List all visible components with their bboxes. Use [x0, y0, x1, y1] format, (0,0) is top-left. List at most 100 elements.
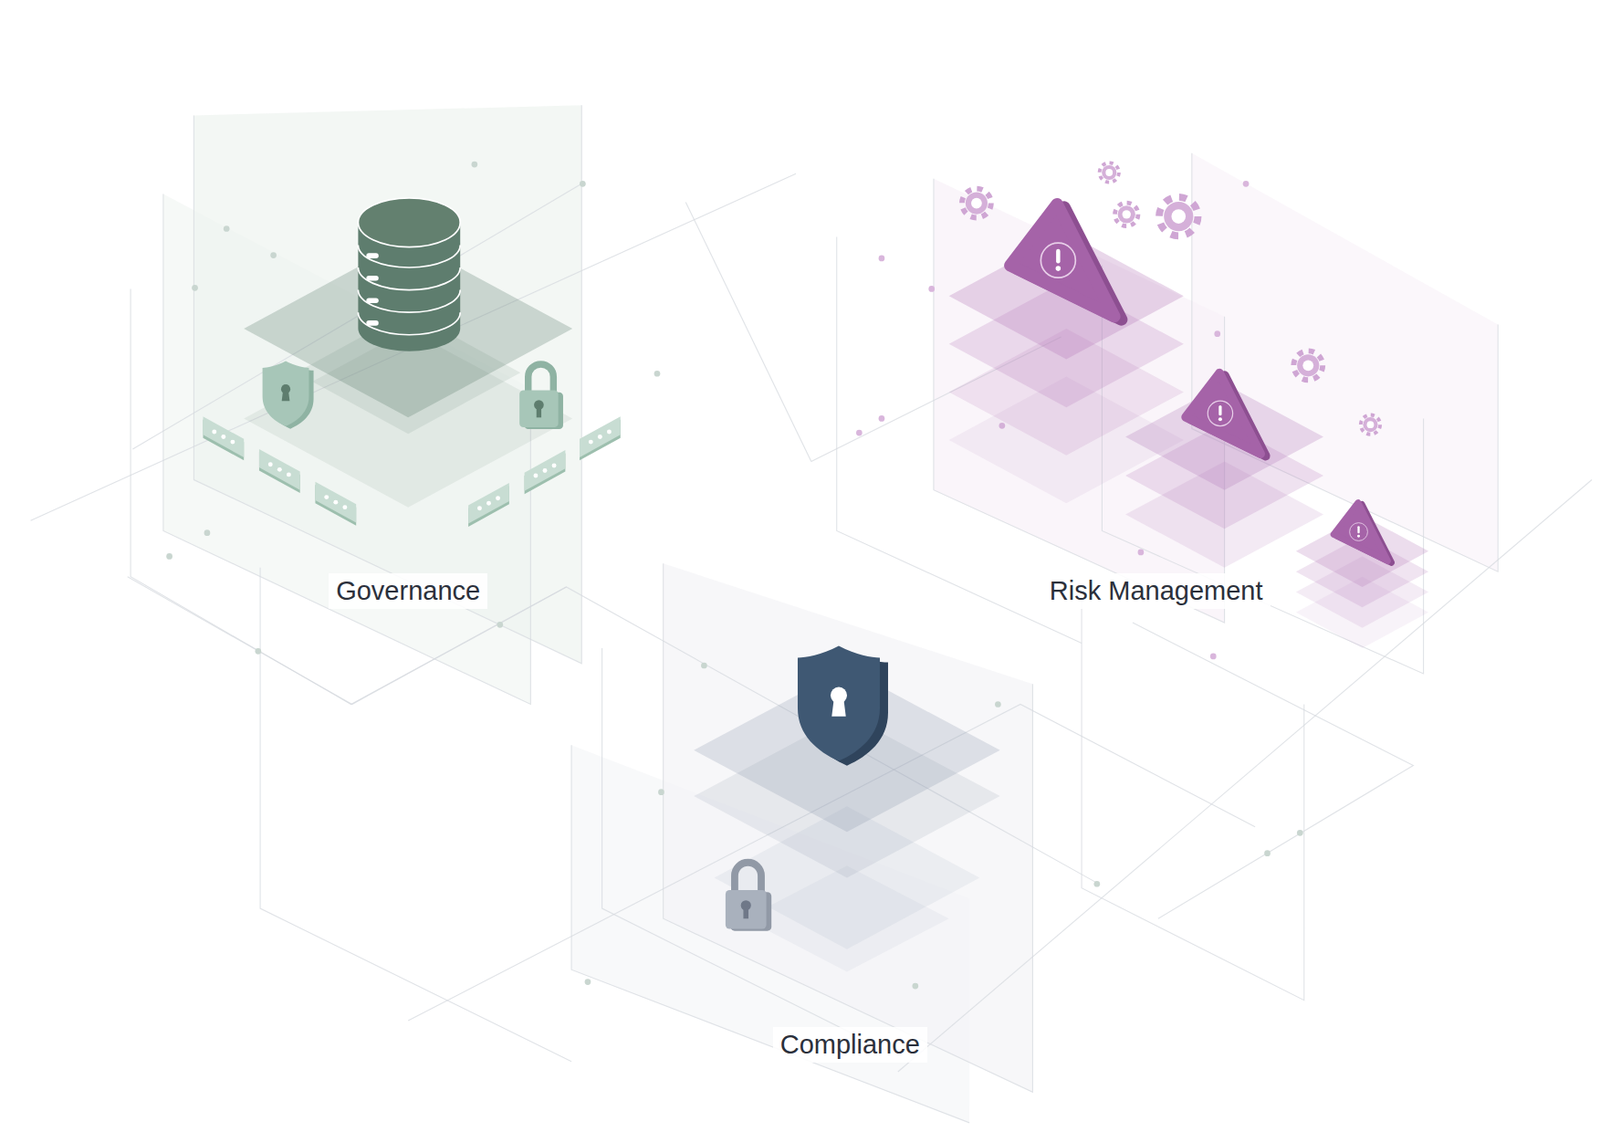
grid-line — [685, 201, 812, 461]
icon-part — [1105, 168, 1113, 177]
icon-part — [468, 482, 510, 524]
shield-icon — [797, 646, 889, 766]
warning-icon — [1333, 502, 1391, 564]
icon-part — [1207, 400, 1233, 426]
icon-part — [357, 290, 461, 314]
icon-part — [1367, 420, 1375, 429]
icon-part — [1357, 525, 1360, 534]
panel — [663, 563, 1034, 1092]
grid-dot — [928, 285, 935, 293]
icon-part — [357, 198, 461, 248]
icon-part — [357, 244, 461, 268]
warning-icon — [1185, 373, 1266, 457]
icon-part — [797, 646, 880, 762]
icon-part — [528, 364, 555, 395]
icon-part — [597, 434, 603, 440]
grid-line — [1132, 622, 1413, 919]
gear-icon — [1115, 202, 1139, 226]
icon-part — [1163, 201, 1193, 231]
grid-dot — [700, 662, 708, 670]
database-icon — [357, 198, 461, 352]
icon-part — [734, 862, 762, 895]
icon-part — [1296, 354, 1319, 377]
icon-part — [314, 481, 356, 523]
icon-part — [1010, 204, 1115, 317]
grid-line — [31, 173, 796, 521]
icon-part — [579, 416, 621, 458]
icon-part — [357, 267, 461, 291]
icon-part — [533, 473, 538, 479]
grid-dot — [1138, 549, 1145, 556]
icon-part — [366, 320, 378, 326]
governance-illustration — [202, 198, 620, 527]
section-label: Governance — [328, 573, 488, 609]
icon-part — [965, 191, 988, 214]
icon-part — [519, 390, 558, 428]
grid-dot — [994, 700, 1002, 708]
icon-part — [742, 906, 749, 919]
icon-part — [588, 439, 594, 445]
icon-part — [1218, 417, 1223, 421]
gear-icon — [1159, 197, 1198, 236]
icon-part — [357, 312, 461, 335]
lock-icon — [519, 364, 564, 429]
icon-part — [831, 697, 846, 717]
icon-part — [477, 505, 482, 511]
gear-icon — [962, 188, 992, 219]
icon-part — [286, 471, 292, 477]
compliance-illustration — [693, 646, 1000, 973]
icon-part — [1357, 534, 1360, 538]
icon-part — [1040, 242, 1076, 278]
icon-part — [1362, 417, 1378, 432]
gear-icon — [1293, 350, 1323, 380]
grid-dot — [191, 284, 199, 292]
risk-illustration — [949, 162, 1429, 649]
icon-part — [1122, 209, 1131, 219]
icon-part — [1360, 415, 1381, 435]
icon-part — [524, 449, 566, 492]
grid-dot — [1210, 653, 1217, 660]
lock-icon — [725, 862, 772, 931]
grid-dot — [1264, 849, 1271, 857]
icon-part — [220, 434, 226, 440]
icon-part — [268, 461, 273, 467]
icon-part — [1099, 162, 1119, 182]
grid-line — [193, 104, 582, 664]
grid-dot — [1243, 180, 1250, 188]
grid-dot — [270, 251, 277, 259]
password-tile — [259, 449, 301, 493]
grid-line — [260, 567, 572, 1062]
grid-line — [127, 576, 1098, 883]
password-tile — [202, 416, 244, 461]
password-tile — [524, 449, 566, 494]
icon-part — [366, 275, 378, 282]
icon-part — [1056, 249, 1060, 264]
gear-icon — [1099, 162, 1119, 182]
icon-part — [333, 500, 338, 505]
icon-part — [202, 416, 244, 458]
password-tile — [468, 482, 510, 527]
icon-part — [262, 361, 310, 427]
icon-part — [536, 406, 542, 419]
grid-dot — [878, 255, 886, 262]
grid-dot — [223, 225, 231, 232]
icon-part — [552, 462, 557, 468]
grid-dot — [1213, 330, 1221, 337]
warning-icon — [1010, 204, 1122, 320]
grid-dot — [654, 370, 661, 377]
icon-part — [606, 429, 612, 435]
icon-part — [324, 494, 329, 500]
icon-part — [1293, 350, 1323, 380]
section-label: Compliance — [773, 1026, 928, 1063]
grid-dot — [585, 978, 592, 985]
icon-part — [1349, 522, 1369, 542]
icon-part — [1185, 373, 1261, 455]
grid-line — [898, 480, 1592, 1072]
grid-dot — [658, 788, 665, 795]
section-label: Risk Management — [1042, 573, 1271, 609]
icon-part — [366, 298, 378, 304]
icon-part — [1333, 502, 1388, 562]
icon-part — [277, 467, 283, 472]
grid-line — [933, 178, 1225, 623]
